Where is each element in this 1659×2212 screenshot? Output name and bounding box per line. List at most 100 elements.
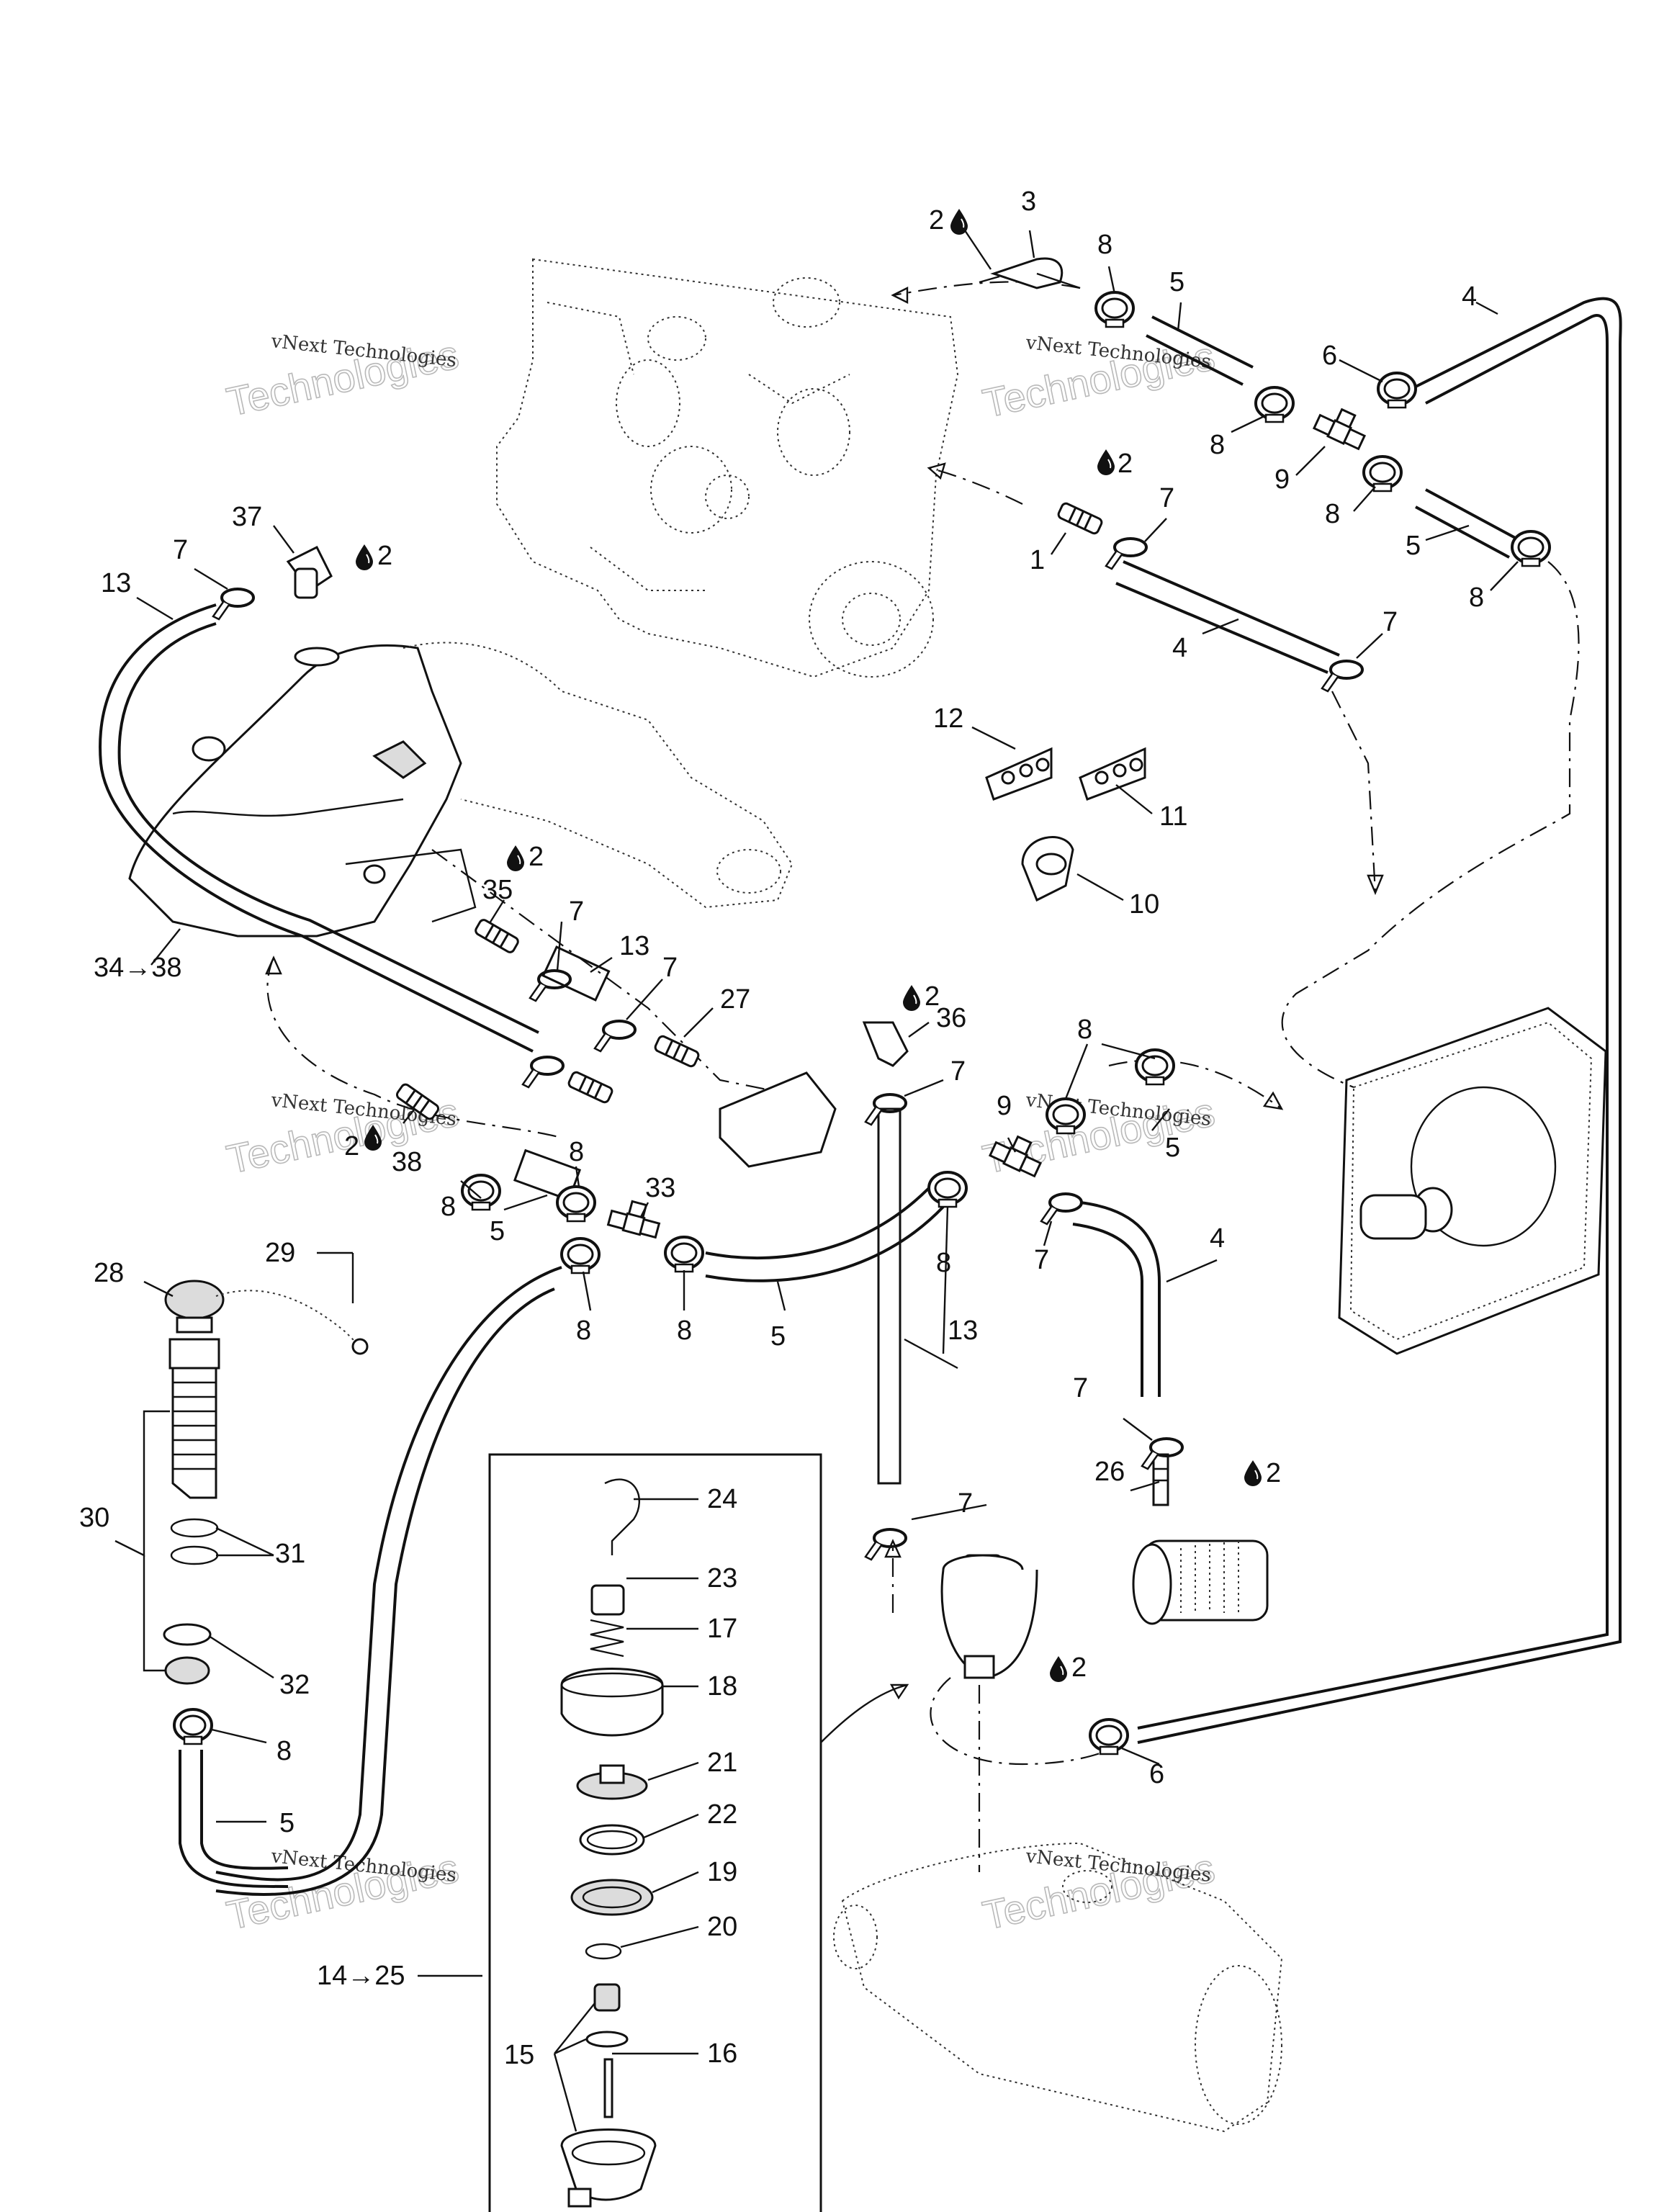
part-18-cap [560,1668,664,1737]
oil-drop-icon [1049,1655,1068,1683]
callout-8-l5: 8 [936,1248,951,1278]
callout-8-l1: 8 [441,1192,456,1222]
callout-18: 18 [707,1671,737,1701]
callout-7-m2: 7 [662,953,678,983]
oil-drop-icons [355,208,1262,1683]
callout-17: 17 [707,1614,737,1644]
callout-7-37: 7 [173,535,188,565]
callout-7-a: 7 [1159,483,1174,513]
parts [163,257,1372,1755]
callout-2-tank: 2 [1071,1653,1087,1683]
part-20-ring [585,1943,622,1960]
callout-6-top: 6 [1322,341,1337,371]
callout-6-bot: 6 [1149,1759,1164,1789]
callout-9-top: 9 [1274,464,1290,495]
mount-plate [719,1071,837,1168]
part-29-pin [351,1253,369,1355]
callout-29: 29 [265,1238,295,1268]
callout-32: 32 [279,1670,310,1700]
callout-5-top: 5 [1169,267,1184,297]
callout-22: 22 [707,1799,737,1830]
part-37-elbow [286,545,333,599]
hose-clamps [173,291,1551,1745]
part-22-clamp [579,1824,645,1856]
callout-4-top: 4 [1462,282,1477,312]
callout-37: 37 [232,502,262,532]
callout-8-l4: 8 [677,1316,692,1346]
callout-15: 15 [504,2040,534,2070]
callout-13-mid: 13 [619,931,649,961]
callout-2-37: 2 [377,541,392,571]
callout-5-l2: 5 [770,1321,786,1352]
callout-8-r3: 8 [1469,583,1484,613]
callout-30: 30 [79,1503,109,1533]
callout-10: 10 [1129,889,1159,920]
oil-drop-icon [506,845,525,872]
callout-4-r: 4 [1210,1223,1225,1254]
callout-23: 23 [707,1563,737,1593]
callout-2-26: 2 [1266,1458,1281,1488]
callout-13-v: 13 [948,1316,978,1346]
oil-drop-icon [902,984,921,1012]
part-12-bracket [985,747,1053,801]
part-30-filler-neck [168,1338,220,1499]
callout-33: 33 [645,1173,675,1203]
callout-8-r2: 8 [1325,499,1340,529]
callout-8-r1: 8 [1210,430,1225,460]
oil-tank [1338,1007,1607,1355]
part-31-oring-2 [170,1545,219,1565]
part-3-elbow [979,257,1081,289]
callout-34-38: 34→38 [94,953,182,983]
part-31-oring-1 [170,1518,219,1538]
callout-2-36: 2 [925,981,940,1012]
callout-4-mid: 4 [1172,633,1187,663]
callout-24: 24 [707,1484,737,1514]
callout-21: 21 [707,1748,737,1778]
oil-reservoir [940,1554,1038,1679]
muffler [833,1842,1283,2133]
part-16-pin [603,2058,613,2118]
part-32-washer [163,1623,212,1646]
part-23 [590,1584,625,1616]
callout-7-b: 7 [1382,607,1398,637]
pump-housing [128,642,793,938]
part-10-clip [1021,836,1074,902]
callout-7-35: 7 [569,896,584,927]
callout-11: 11 [1159,801,1187,832]
callout-27: 27 [720,984,750,1015]
callout-2-35: 2 [529,842,544,872]
oil-drop-icon [950,208,968,235]
leader-lines [114,230,1519,2132]
part-36-elbow [862,1021,909,1067]
callout-8-l2: 8 [569,1137,584,1167]
callout-26: 26 [1094,1457,1125,1487]
callout-14-25: 14→25 [317,1961,405,1991]
callout-7-v1: 7 [1034,1245,1049,1275]
filter-cartridge [1132,1539,1269,1625]
callout-31: 31 [275,1539,305,1569]
watermark-1: Technologies vNext Technologies [222,331,463,426]
part-17-spring [590,1619,624,1658]
callout-8-pair: 8 [1077,1015,1092,1045]
part-32-nut [164,1656,210,1685]
callout-19: 19 [707,1857,737,1887]
watermark-2: Technologies vNext Technologies [979,332,1219,427]
callout-7-v2: 7 [958,1488,973,1519]
hoses [99,297,1622,1896]
callout-1: 1 [1030,545,1045,575]
valve-exploded-inset [488,1453,822,2212]
part-28-filler-cap [164,1280,361,1347]
callout-5-r: 5 [1406,531,1421,561]
part-19-diaphragm [570,1879,654,1916]
callout-8-f: 8 [276,1736,292,1766]
callout-2-top: 2 [929,205,944,235]
callout-7-36: 7 [950,1056,966,1087]
callout-8-l3: 8 [576,1316,591,1346]
callout-13-left: 13 [101,568,131,598]
callout-16: 16 [707,2038,737,2069]
part-35-fitting [473,917,521,956]
callout-20: 20 [707,1912,737,1942]
engine-outline [496,258,959,678]
callout-35: 35 [482,875,513,905]
callout-5-mid: 5 [1165,1133,1180,1163]
